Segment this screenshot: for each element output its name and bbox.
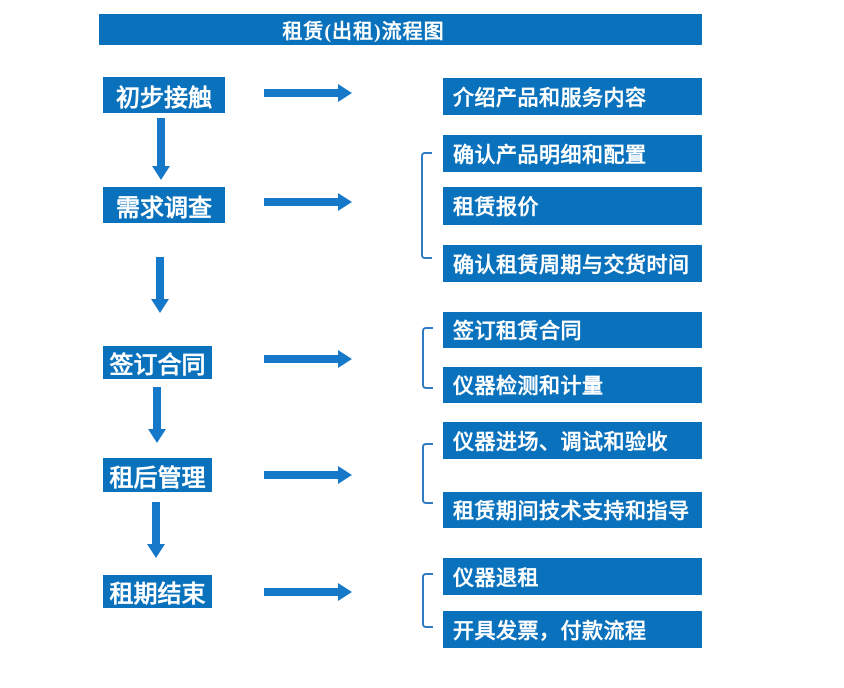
detail-label: 签订租赁合同 bbox=[453, 319, 582, 343]
detail-label: 开具发票，付款流程 bbox=[453, 618, 647, 643]
down-arrow-icon bbox=[151, 257, 169, 313]
detail-box-sign-rental-contract: 签订租赁合同 bbox=[443, 312, 702, 348]
detail-box-instrument-testing: 仪器检测和计量 bbox=[443, 367, 702, 403]
down-arrow-icon bbox=[152, 118, 170, 180]
detail-box-instrument-setup: 仪器进场、调试和验收 bbox=[443, 422, 702, 459]
detail-label: 仪器检测和计量 bbox=[453, 374, 604, 398]
group-bracket-icon bbox=[422, 573, 433, 628]
step-box-initial-contact: 初步接触 bbox=[103, 77, 225, 113]
detail-label: 介绍产品和服务内容 bbox=[453, 85, 647, 110]
detail-label: 租赁期间技术支持和指导 bbox=[453, 499, 690, 523]
detail-box-introduce-products: 介绍产品和服务内容 bbox=[443, 78, 702, 115]
right-arrow-icon bbox=[264, 193, 352, 211]
flowchart-title: 租赁(出租)流程图 bbox=[282, 21, 445, 43]
detail-label: 仪器退租 bbox=[453, 565, 539, 590]
step-box-demand-survey: 需求调查 bbox=[103, 187, 225, 223]
right-arrow-icon bbox=[264, 583, 352, 601]
step-label: 签订合同 bbox=[109, 353, 206, 379]
detail-box-technical-support: 租赁期间技术支持和指导 bbox=[443, 492, 702, 528]
step-box-post-rental-management: 租后管理 bbox=[103, 458, 212, 492]
detail-box-invoice-payment: 开具发票，付款流程 bbox=[443, 611, 702, 648]
detail-label: 仪器进场、调试和验收 bbox=[453, 429, 668, 454]
detail-label: 租赁报价 bbox=[453, 195, 539, 219]
detail-box-rental-quotation: 租赁报价 bbox=[443, 187, 702, 225]
flowchart-title-bar: 租赁(出租)流程图 bbox=[99, 14, 702, 45]
group-bracket-icon bbox=[422, 443, 433, 504]
detail-box-confirm-product-details: 确认产品明细和配置 bbox=[443, 135, 702, 172]
detail-label: 确认租赁周期与交货时间 bbox=[453, 252, 690, 277]
right-arrow-icon bbox=[264, 350, 352, 368]
step-label: 租后管理 bbox=[109, 465, 206, 492]
step-box-rental-end: 租期结束 bbox=[103, 575, 212, 608]
right-arrow-icon bbox=[264, 84, 352, 102]
group-bracket-icon bbox=[421, 152, 432, 259]
step-label: 初步接触 bbox=[116, 85, 212, 112]
detail-box-confirm-rental-period: 确认租赁周期与交货时间 bbox=[443, 245, 702, 282]
down-arrow-icon bbox=[148, 387, 166, 443]
detail-label: 确认产品明细和配置 bbox=[453, 142, 647, 167]
right-arrow-icon bbox=[264, 466, 352, 484]
down-arrow-icon bbox=[147, 502, 165, 558]
detail-box-instrument-return: 仪器退租 bbox=[443, 558, 702, 595]
step-box-sign-contract: 签订合同 bbox=[103, 346, 212, 379]
step-label: 租期结束 bbox=[109, 582, 206, 608]
group-bracket-icon bbox=[422, 327, 433, 389]
step-label: 需求调查 bbox=[116, 195, 212, 222]
